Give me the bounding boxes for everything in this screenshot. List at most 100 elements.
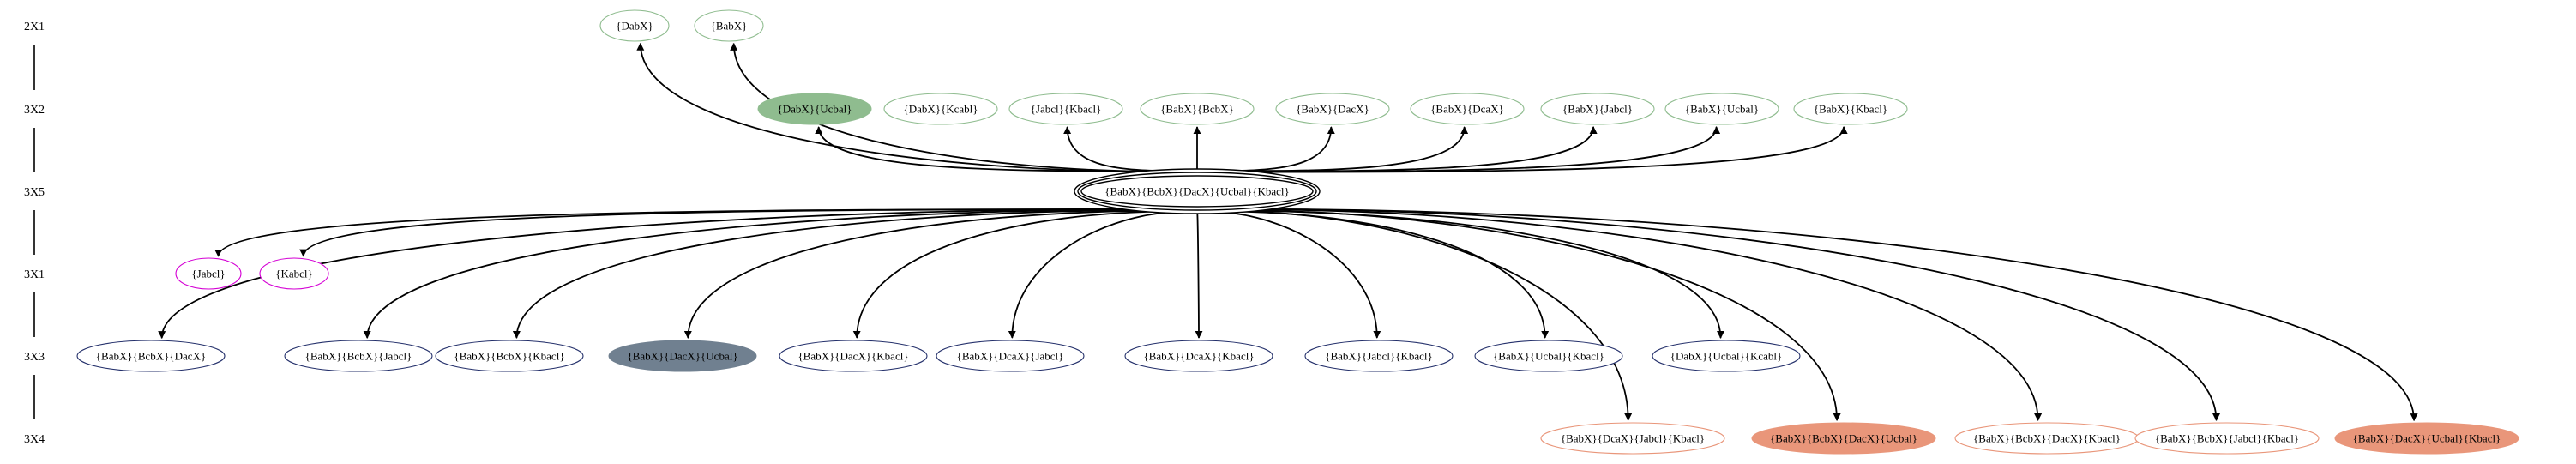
node-label: {BabX}{BcbX}{DacX}{Ucbal}{Kbacl} <box>1104 185 1289 198</box>
node-layer: {DabX} {BabX} {DabX}{Ucbal} {DabX}{Kcabl} {J… <box>76 9 2519 455</box>
edge-n_center-to-n_babx_dacx_kbacl <box>852 210 1173 339</box>
edge-n_center-to-n_babx_dcax_kbacl <box>1195 211 1203 339</box>
node-label: {Kabcl} <box>275 268 313 280</box>
node-label: {BabX}{Jabcl}{Kbacl} <box>1325 350 1433 363</box>
node-label: {BabX}{Jabcl} <box>1562 103 1633 116</box>
edge-n_center-to-n_babx_bcbx_dacx <box>158 208 1138 340</box>
node-babx-bcbx-dacx-kbacl[interactable]: {BabX}{BcbX}{DacX}{Kbacl} <box>1954 422 2140 455</box>
edge-n_center-to-n_babx_kbacl <box>1241 126 1848 173</box>
node-ellipse <box>599 9 670 42</box>
edge-n_center-to-n_babx_ucbal <box>1233 126 1721 173</box>
node-ellipse <box>694 9 764 42</box>
node-babx-bcbx-kbacl[interactable]: {BabX}{BcbX}{Kbacl} <box>435 340 584 372</box>
node-babx-ucbal[interactable]: {BabX}{Ucbal} <box>1664 93 1779 125</box>
node-jabcl-kbacl[interactable]: {Jabcl}{Kbacl} <box>1008 93 1123 125</box>
edge-n_center-to-n_kabcl <box>299 208 1141 257</box>
node-center[interactable]: {BabX}{BcbX}{DacX}{Ucbal}{Kbacl} <box>1074 168 1321 214</box>
node-babx-dacx-ucbal[interactable]: {BabX}{DacX}{Ucbal} <box>608 340 757 372</box>
node-ellipse <box>2134 422 2320 455</box>
rank-label-3x4: 3X4 <box>24 433 45 446</box>
node-babx-dcax-kbacl[interactable]: {BabX}{DcaX}{Kbacl} <box>1124 340 1273 372</box>
node-ellipse <box>1124 340 1273 372</box>
rank-label-3x1: 3X1 <box>24 268 45 281</box>
node-ellipse <box>259 257 329 290</box>
node-label: {BabX}{BcbX}{Kbacl} <box>454 350 564 363</box>
node-label: {BabX}{DacX}{Kbacl} <box>797 350 908 363</box>
node-ellipse <box>1664 93 1779 125</box>
edge-n_center-to-n_babx_bcbx_dacx_kbacl <box>1251 208 2043 421</box>
node-babx-dcax-jabcl[interactable]: {BabX}{DcaX}{Jabcl} <box>936 340 1085 372</box>
node-babx-bcbx[interactable]: {BabX}{BcbX} <box>1140 93 1255 125</box>
edge-n_center-to-n_babx_dcax_jabcl <box>1008 211 1184 339</box>
rank-label-3x5: 3X5 <box>24 186 45 199</box>
node-label: {BabX}{Kbacl} <box>1814 103 1887 116</box>
node-babx-kbacl[interactable]: {BabX}{Kbacl} <box>1793 93 1908 125</box>
node-label: {DabX}{Ucbal}{Kcabl} <box>1670 350 1783 363</box>
node-label: {DabX}{Kcabl} <box>903 103 978 116</box>
node-label: {DabX} <box>616 20 653 33</box>
node-jabcl[interactable]: {Jabcl} <box>175 257 242 290</box>
node-babx-ucbal-kbacl[interactable]: {BabX}{Ucbal}{Kbacl} <box>1474 340 1623 372</box>
edge-n_center-to-n_babx_dacx <box>1207 126 1335 172</box>
edge-n_center-to-n_babx_jabcl_kbacl <box>1210 211 1381 339</box>
node-ellipse <box>1304 340 1454 372</box>
node-kabcl[interactable]: {Kabcl} <box>259 257 329 290</box>
node-babx-bcbx-dacx[interactable]: {BabX}{BcbX}{DacX} <box>76 340 226 372</box>
node-ellipse <box>757 93 872 125</box>
node-ellipse <box>1275 93 1390 125</box>
node-babx[interactable]: {BabX} <box>694 9 764 42</box>
node-babx-jabcl[interactable]: {BabX}{Jabcl} <box>1540 93 1655 125</box>
edge-n_center-to-n_dabx <box>636 42 1159 173</box>
edge-n_center-to-n_babx_bcbx_kbacl <box>512 209 1152 339</box>
node-ellipse <box>76 340 226 372</box>
node-label: {DabX}{Ucbal} <box>777 103 852 116</box>
node-babx-dacx[interactable]: {BabX}{DacX} <box>1275 93 1390 125</box>
node-ellipse <box>1140 93 1255 125</box>
node-dabx[interactable]: {DabX} <box>599 9 670 42</box>
node-ellipse <box>435 340 584 372</box>
node-label: {BabX}{Ucbal} <box>1685 103 1759 116</box>
node-ellipse <box>1080 175 1314 208</box>
node-label: {BabX}{DcaX}{Kbacl} <box>1143 350 1254 363</box>
node-ellipse <box>175 257 242 290</box>
node-babx-bcbx-jabcl[interactable]: {BabX}{BcbX}{Jabcl} <box>284 340 433 372</box>
node-ellipse <box>1474 340 1623 372</box>
edge-n_center-to-n_dabx_ucbal_kcabl <box>1233 210 1724 339</box>
edge-n_center-to-n_babx_bcbx_jabcl <box>363 208 1144 339</box>
rank-label-3x2: 3X2 <box>24 104 45 117</box>
node-ellipse <box>1540 422 1725 455</box>
node-babx-dcax-jabcl-kbacl[interactable]: {BabX}{DcaX}{Jabcl}{Kbacl} <box>1540 422 1725 455</box>
node-ellipse <box>936 340 1085 372</box>
node-label: {BabX}{DcaX} <box>1430 103 1504 116</box>
node-ellipse <box>1410 93 1525 125</box>
edge-n_center-to-n_babx_dcax <box>1216 126 1469 172</box>
node-dabx-ucbal[interactable]: {DabX}{Ucbal} <box>757 93 872 125</box>
edge-n_center-to-n_babx_ucbal_kbacl <box>1221 210 1550 339</box>
node-babx-bcbx-jabcl-kbacl[interactable]: {BabX}{BcbX}{Jabcl}{Kbacl} <box>2134 422 2320 455</box>
node-dabx-ucbal-kcabl[interactable]: {DabX}{Ucbal}{Kcabl} <box>1652 340 1801 372</box>
rank-label-3x3: 3X3 <box>24 351 45 364</box>
node-dabx-kcabl[interactable]: {DabX}{Kcabl} <box>883 93 998 125</box>
node-label: {BabX} <box>711 20 748 33</box>
node-label: {BabX}{DacX}{Ucbal} <box>627 350 737 363</box>
node-babx-dacx-kbacl[interactable]: {BabX}{DacX}{Kbacl} <box>779 340 928 372</box>
edge-n_center-to-n_babx_bcbx_dacx_ucbal <box>1240 209 1841 421</box>
node-babx-dcax[interactable]: {BabX}{DcaX} <box>1410 93 1525 125</box>
node-babx-dacx-ucbal-kbacl[interactable]: {BabX}{DacX}{Ucbal}{Kbacl} <box>2334 422 2519 455</box>
node-ellipse <box>608 340 757 372</box>
node-label: {BabX}{DacX}{Ucbal}{Kbacl} <box>2353 432 2501 445</box>
edge-layer <box>158 42 2418 422</box>
node-label: {BabX}{BcbX}{Jabcl} <box>305 350 412 363</box>
node-label: {BabX}{DcaX}{Jabcl}{Kbacl} <box>1561 432 1705 445</box>
node-babx-bcbx-dacx-ucbal[interactable]: {BabX}{BcbX}{DacX}{Ucbal} <box>1751 422 1936 455</box>
edge-n_center-to-n_babx_dacx_ucbal <box>683 210 1162 339</box>
node-label: {BabX}{BcbX}{DacX}{Ucbal} <box>1770 432 1917 445</box>
node-babx-jabcl-kbacl[interactable]: {BabX}{Jabcl}{Kbacl} <box>1304 340 1454 372</box>
node-ellipse <box>1793 93 1908 125</box>
node-label: {BabX}{DacX} <box>1296 103 1369 116</box>
node-ellipse <box>2334 422 2519 455</box>
node-label: {BabX}{BcbX}{DacX}{Kbacl} <box>1973 432 2121 445</box>
edge-n_center-to-n_babx <box>730 42 1165 172</box>
